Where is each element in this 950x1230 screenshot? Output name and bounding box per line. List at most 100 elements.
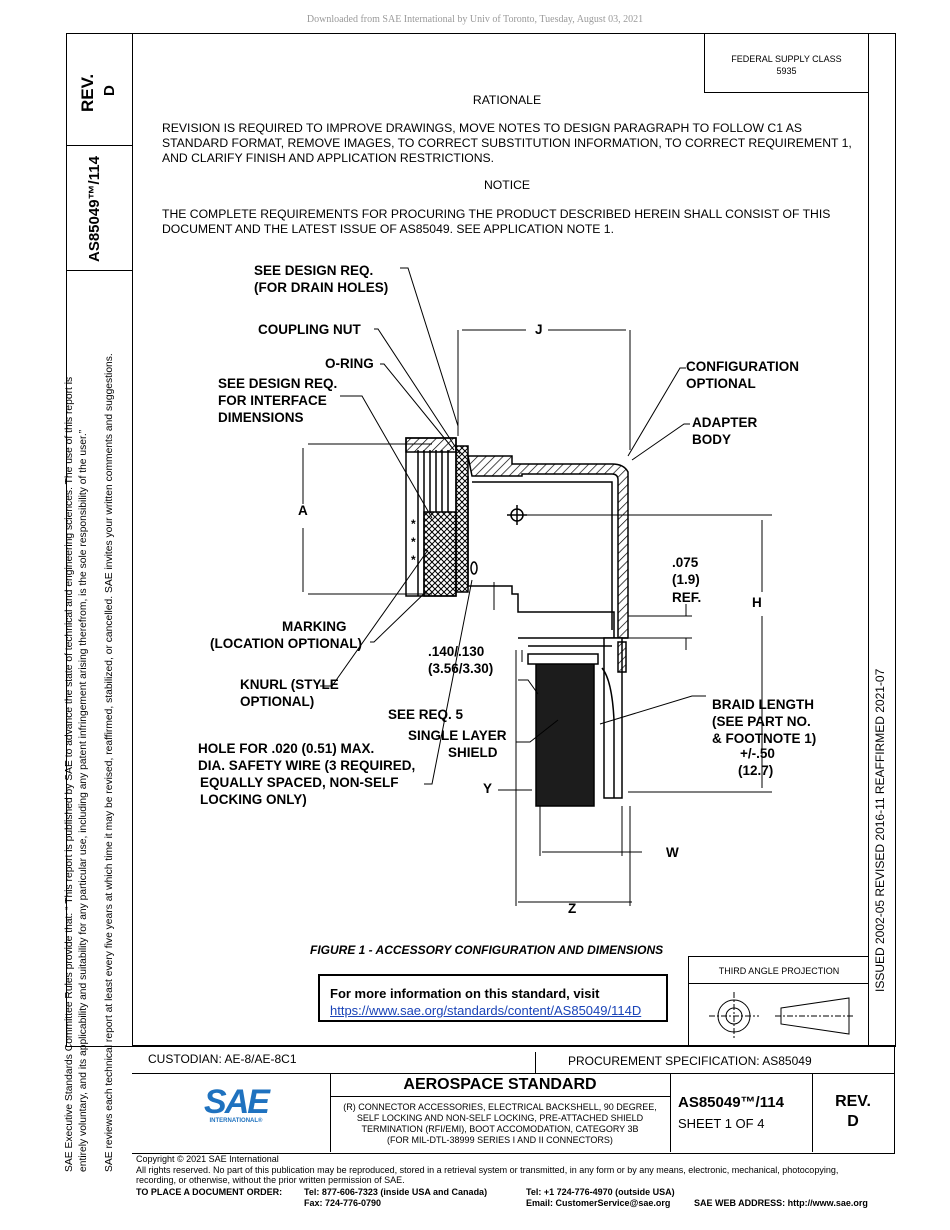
tel-outside: Tel: +1 724-776-4970 (outside USA) xyxy=(526,1187,675,1197)
callout-knurl-1: KNURL (STYLE xyxy=(240,677,339,692)
revision-history-strip xyxy=(868,33,896,1047)
rev-value-vertical: D xyxy=(101,85,118,96)
divider xyxy=(66,145,132,146)
left-title-column xyxy=(66,33,133,1045)
projection-box: THIRD ANGLE PROJECTION xyxy=(688,956,869,1046)
notice-heading: NOTICE xyxy=(483,178,531,192)
callout-braid-5: (12.7) xyxy=(738,763,774,778)
order-contacts-intl: Tel: +1 724-776-4970 (outside USA) Email… xyxy=(526,1187,675,1208)
callout-hole-2: DIA. SAFETY WIRE (3 REQUIRED, xyxy=(198,758,416,773)
figure-caption: FIGURE 1 - ACCESSORY CONFIGURATION AND D… xyxy=(310,943,664,957)
footer: Copyright © 2021 SAE International All r… xyxy=(136,1154,886,1186)
sidebar-disclaimer-1: SAE Executive Standards Committee Rules … xyxy=(64,376,75,1172)
third-angle-projection-icon xyxy=(709,992,855,1040)
procurement-spec: PROCUREMENT SPECIFICATION: AS85049 xyxy=(568,1054,812,1068)
svg-text:*: * xyxy=(411,535,416,549)
sae-logo-text: SAE xyxy=(204,1083,270,1121)
callout-coupling-nut: COUPLING NUT xyxy=(258,322,361,337)
sae-logo: SAE INTERNATIONAL® xyxy=(196,1083,276,1124)
tel-usa: Tel: 877-606-7323 (inside USA and Canada… xyxy=(304,1187,488,1197)
revision-history: ISSUED 2002-05 REVISED 2016-11 REAFFIRME… xyxy=(873,668,887,992)
callout-adapter-1: ADAPTER xyxy=(692,415,758,430)
callout-marking-2: (LOCATION OPTIONAL) xyxy=(210,636,362,651)
description-line: (R) CONNECTOR ACCESSORIES, ELECTRICAL BA… xyxy=(343,1102,657,1112)
title-block xyxy=(132,1045,895,1154)
title-rev-label: REV. xyxy=(835,1093,871,1110)
divider xyxy=(132,1073,894,1074)
sidebar-disclaimer-2: entirely voluntary, and its applicabilit… xyxy=(78,429,89,1172)
order-contacts-usa: Tel: 877-606-7323 (inside USA and Canada… xyxy=(304,1187,487,1208)
callout-ref-3: REF. xyxy=(672,590,702,605)
dimension-j: J xyxy=(535,322,543,337)
description-line: SELF LOCKING AND NON-SELF LOCKING, PRE-A… xyxy=(356,1113,644,1123)
federal-supply-label: FEDERAL SUPPLY CLASS xyxy=(731,54,842,64)
sae-logo-sub: INTERNATIONAL® xyxy=(209,1118,263,1124)
callout-see-req5: SEE REQ. 5 xyxy=(388,707,464,722)
accessory-drawing: * * * xyxy=(302,267,772,906)
doc-number-vertical: AS85049™/114 xyxy=(86,156,103,262)
callout-braid-2: (SEE PART NO. xyxy=(712,714,811,729)
callout-braid-4: +/-.50 xyxy=(740,746,775,761)
callout-drain-1: SEE DESIGN REQ. xyxy=(254,263,374,278)
rationale-text: REVISION IS REQUIRED TO IMPROVE DRAWINGS… xyxy=(162,121,852,165)
order-label: TO PLACE A DOCUMENT ORDER: xyxy=(136,1187,283,1197)
svg-text:*: * xyxy=(411,553,416,567)
federal-supply-value: 5935 xyxy=(776,66,797,76)
callout-ref-2: (1.9) xyxy=(672,572,700,587)
divider xyxy=(670,1073,671,1152)
callout-knurl-2: OPTIONAL) xyxy=(240,694,315,709)
callout-interface-1: SEE DESIGN REQ. xyxy=(218,376,338,391)
document-description: (R) CONNECTOR ACCESSORIES, ELECTRICAL BA… xyxy=(330,1102,670,1146)
standard-link[interactable]: https://www.sae.org/standards/content/AS… xyxy=(330,1003,642,1018)
callout-braid-3: & FOOTNOTE 1) xyxy=(712,731,817,746)
divider xyxy=(812,1073,813,1152)
divider xyxy=(66,270,132,271)
callout-shield-1: SINGLE LAYER xyxy=(408,728,507,743)
description-line: (FOR MIL-DTL-38999 SERIES I AND II CONNE… xyxy=(387,1135,613,1145)
divider xyxy=(330,1073,331,1152)
rights-notice-2: recording, or otherwise, without the pri… xyxy=(136,1175,405,1186)
callout-shield-2: SHIELD xyxy=(448,745,498,760)
callout-hole-3: EQUALLY SPACED, NON-SELF xyxy=(200,775,399,790)
title-rev-value: D xyxy=(847,1113,859,1130)
projection-label: THIRD ANGLE PROJECTION xyxy=(718,966,840,976)
callout-braid-1: BRAID LENGTH xyxy=(712,697,814,712)
callout-dim140-2: (3.56/3.30) xyxy=(428,661,494,676)
sheet-number: SHEET 1 OF 4 xyxy=(678,1116,765,1131)
more-info-box: For more information on this standard, v… xyxy=(318,974,668,1022)
description-line: TERMINATION (RFI/EMI), BOOT ACCOMODATION… xyxy=(361,1124,639,1134)
sidebar-disclaimer-3: SAE reviews each technical report at lea… xyxy=(104,353,115,1172)
dimension-y: Y xyxy=(483,781,493,796)
custodian: CUSTODIAN: AE-8/AE-8C1 xyxy=(132,1052,536,1073)
title-doc-number: AS85049™/114 xyxy=(678,1094,784,1111)
callout-config-2: OPTIONAL xyxy=(686,376,756,391)
copyright: Copyright © 2021 SAE International xyxy=(136,1154,279,1164)
callout-hole-4: LOCKING ONLY) xyxy=(200,792,307,807)
dimension-a: A xyxy=(298,503,308,518)
dimension-h: H xyxy=(752,595,762,610)
more-info-title: For more information on this standard, v… xyxy=(330,986,600,1001)
callout-marking-1: MARKING xyxy=(282,619,347,634)
email[interactable]: Email: CustomerService@sae.org xyxy=(526,1197,671,1208)
web-address[interactable]: SAE WEB ADDRESS: http://www.sae.org xyxy=(694,1198,868,1208)
divider xyxy=(330,1096,670,1097)
fax: Fax: 724-776-0790 xyxy=(304,1197,382,1208)
callout-interface-2: FOR INTERFACE xyxy=(218,393,327,408)
callout-hole-1: HOLE FOR .020 (0.51) MAX. xyxy=(198,741,375,756)
callout-o-ring: O-RING xyxy=(325,356,374,371)
rationale-heading: RATIONALE xyxy=(472,93,542,107)
callout-interface-3: DIMENSIONS xyxy=(218,410,304,425)
aerospace-standard-heading: AEROSPACE STANDARD xyxy=(403,1076,597,1093)
dimension-z: Z xyxy=(568,901,577,916)
callout-ref-1: .075 xyxy=(672,555,699,570)
notice-text: THE COMPLETE REQUIREMENTS FOR PROCURING … xyxy=(162,207,831,236)
rev-label-vertical: REV. xyxy=(78,73,97,112)
rights-notice-1: All rights reserved. No part of this pub… xyxy=(136,1164,839,1175)
svg-text:*: * xyxy=(411,517,416,531)
callout-dim140-1: .140/.130 xyxy=(428,644,485,659)
download-watermark: Downloaded from SAE International by Uni… xyxy=(306,14,644,25)
callout-drain-2: (FOR DRAIN HOLES) xyxy=(254,280,389,295)
page-frame xyxy=(66,33,869,1047)
callout-adapter-2: BODY xyxy=(692,432,732,447)
dimension-w: W xyxy=(666,845,679,860)
